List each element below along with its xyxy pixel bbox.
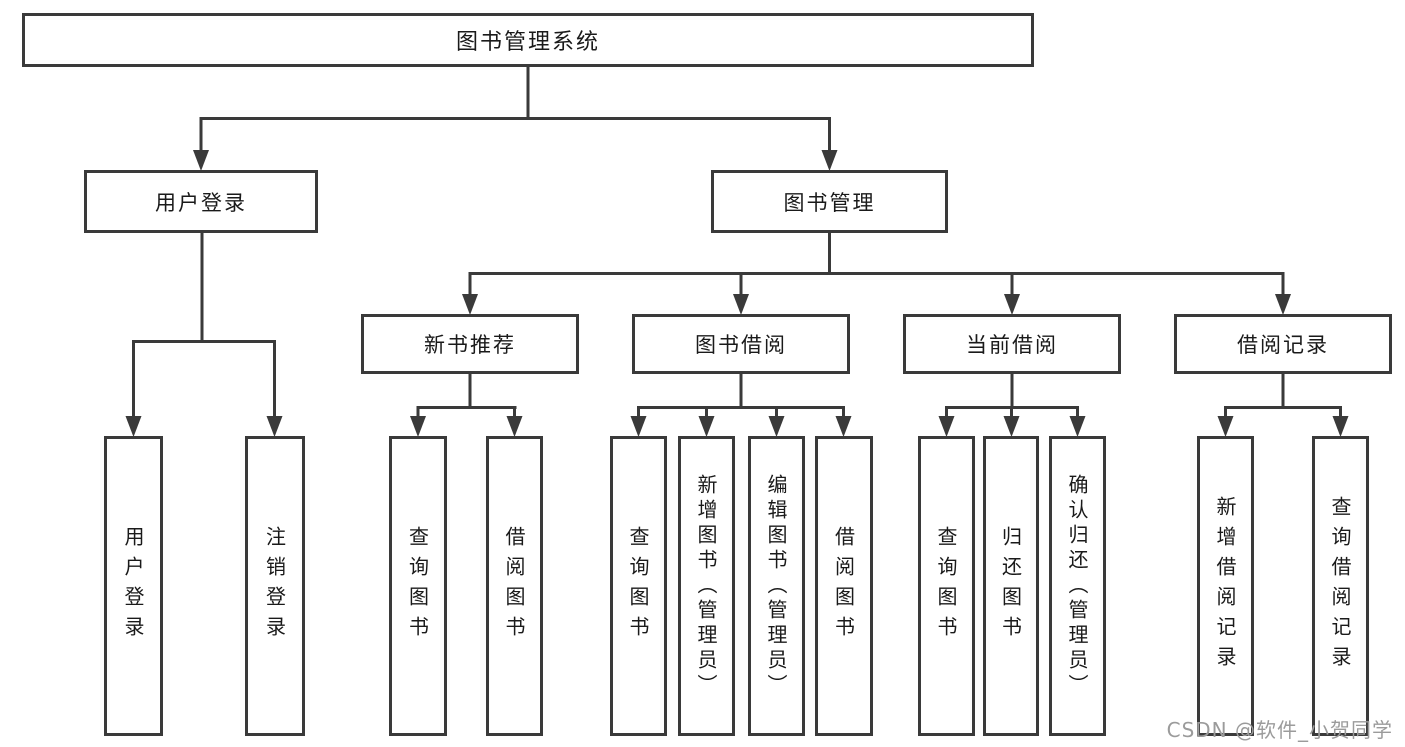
- node-library-system: 图书管理系统: [22, 13, 1034, 67]
- node-book-borrowing: 图书借阅: [632, 314, 850, 374]
- node-query-books-recommend: 查询图书: [389, 436, 447, 736]
- node-borrowing-records: 借阅记录: [1174, 314, 1392, 374]
- node-book-management: 图书管理: [711, 170, 948, 233]
- node-borrow-books-borrowing: 借阅图书: [815, 436, 873, 736]
- node-query-borrow-record: 查询借阅记录: [1312, 436, 1369, 736]
- node-logout-leaf: 注销登录: [245, 436, 305, 736]
- node-new-book-recommend: 新书推荐: [361, 314, 579, 374]
- node-user-login: 用户登录: [84, 170, 318, 233]
- watermark-csdn: CSDN @软件_小贺同学: [1166, 718, 1393, 742]
- node-return-books: 归还图书: [983, 436, 1039, 736]
- node-query-books-current: 查询图书: [918, 436, 975, 736]
- node-add-borrow-record: 新增借阅记录: [1197, 436, 1254, 736]
- node-user-login-leaf: 用户登录: [104, 436, 163, 736]
- node-edit-books-admin: 编辑图书（管理员）: [748, 436, 805, 736]
- node-current-borrowing: 当前借阅: [903, 314, 1121, 374]
- node-borrow-books-recommend: 借阅图书: [486, 436, 543, 736]
- node-add-books-admin: 新增图书（管理员）: [678, 436, 735, 736]
- node-query-books-borrowing: 查询图书: [610, 436, 667, 736]
- node-confirm-return-admin: 确认归还（管理员）: [1049, 436, 1106, 736]
